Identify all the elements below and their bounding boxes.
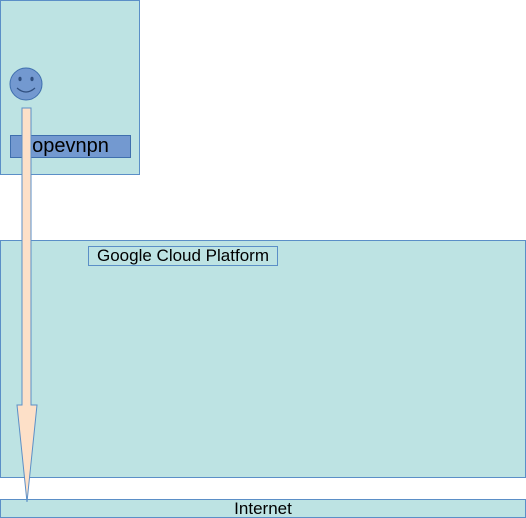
connection-arrow xyxy=(16,107,38,503)
opevnpn-label: opevnpn xyxy=(10,135,131,158)
google-cloud-platform-container xyxy=(0,240,526,478)
internet-label: Internet xyxy=(234,499,292,518)
smiley-user-icon xyxy=(9,67,43,101)
gcp-label: Google Cloud Platform xyxy=(88,246,278,266)
